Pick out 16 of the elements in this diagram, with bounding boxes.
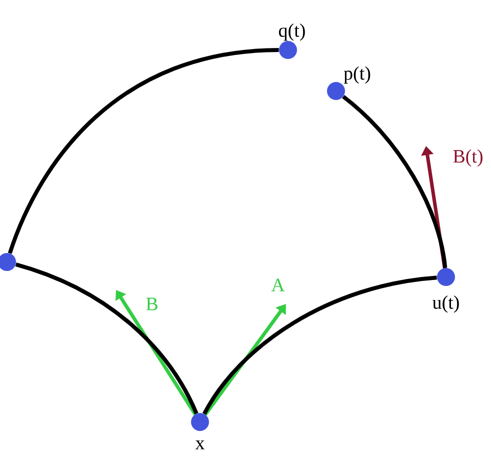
point <box>0 253 16 271</box>
point-label: q(t) <box>278 24 305 41</box>
point <box>279 41 297 59</box>
point-label: p(t) <box>344 66 370 84</box>
point <box>327 82 345 100</box>
curve <box>342 95 448 268</box>
vector-label: A <box>271 278 285 292</box>
point <box>191 412 209 431</box>
curve <box>15 262 198 414</box>
vector-label: B(t) <box>453 149 482 167</box>
curve <box>8 48 279 254</box>
point-label: u(t) <box>432 296 459 313</box>
vector-label: B <box>146 298 158 310</box>
point <box>437 268 455 286</box>
point-label: x <box>195 440 205 450</box>
curve <box>202 276 438 415</box>
